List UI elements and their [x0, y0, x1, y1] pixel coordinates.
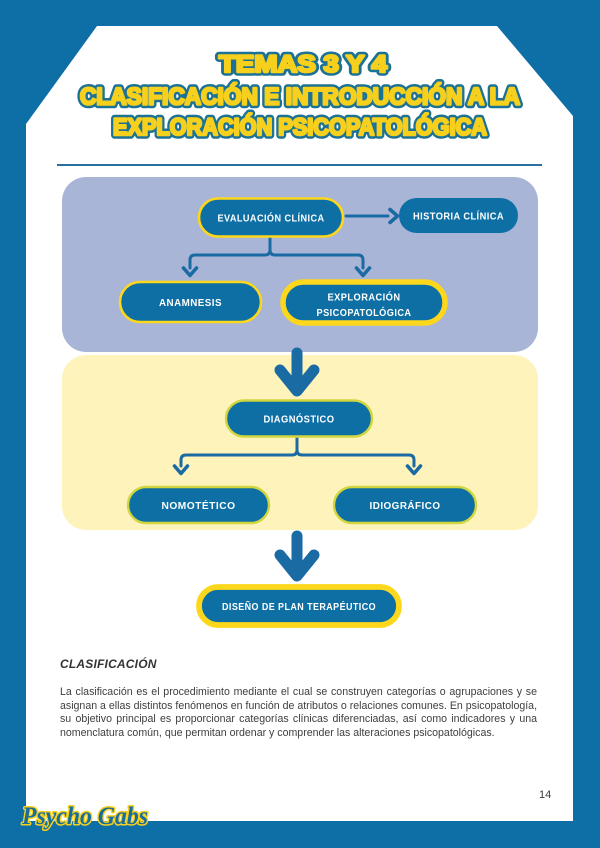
- svg-text:CLASIFICACIÓN E INTRODUCCIÓN A: CLASIFICACIÓN E INTRODUCCIÓN A LA: [80, 83, 520, 111]
- svg-text:EXPLORACIÓN: EXPLORACIÓN: [328, 291, 401, 304]
- svg-text:TEMAS 3 Y 4: TEMAS 3 Y 4: [219, 51, 388, 78]
- svg-text:DIAGNÓSTICO: DIAGNÓSTICO: [264, 413, 335, 426]
- svg-text:EVALUACIÓN CLÍNICA: EVALUACIÓN CLÍNICA: [218, 212, 325, 225]
- svg-text:DISEÑO DE PLAN TERAPÉUTICO: DISEÑO DE PLAN TERAPÉUTICO: [222, 600, 376, 613]
- svg-text:Psycho Gabs: Psycho Gabs: [21, 803, 148, 830]
- svg-text:ANAMNESIS: ANAMNESIS: [159, 297, 222, 309]
- svg-text:HISTORIA CLÍNICA: HISTORIA CLÍNICA: [413, 210, 504, 223]
- svg-text:IDIOGRÁFICO: IDIOGRÁFICO: [370, 499, 441, 512]
- svg-text:TEMAS 3 Y 4: TEMAS 3 Y 4: [219, 51, 388, 78]
- svg-text:CLASIFICACIÓN E INTRODUCCIÓN A: CLASIFICACIÓN E INTRODUCCIÓN A LA: [80, 83, 520, 111]
- svg-text:PSICOPATOLÓGICA: PSICOPATOLÓGICA: [317, 306, 412, 319]
- svg-text:EXPLORACIÓN PSICOPATOLÓGICA: EXPLORACIÓN PSICOPATOLÓGICA: [113, 113, 487, 141]
- svg-text:NOMOTÉTICO: NOMOTÉTICO: [162, 499, 236, 512]
- svg-text:EXPLORACIÓN PSICOPATOLÓGICA: EXPLORACIÓN PSICOPATOLÓGICA: [113, 113, 487, 141]
